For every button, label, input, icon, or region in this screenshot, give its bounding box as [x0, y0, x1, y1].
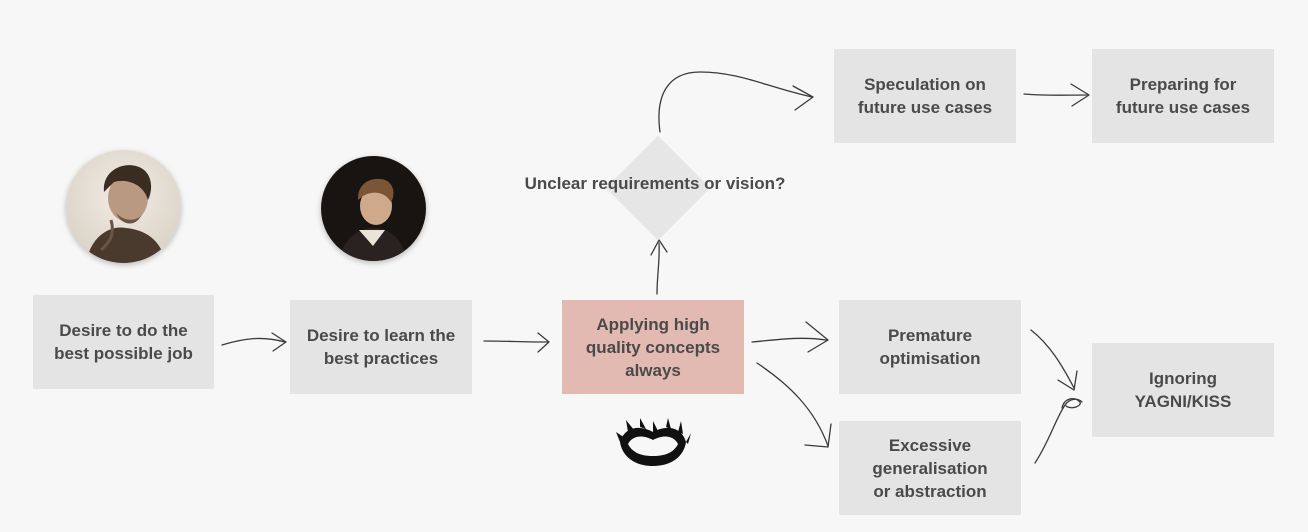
ignoring-yagni-box: Ignoring YAGNI/KISS — [1092, 343, 1274, 437]
ignoring-yagni-label: Ignoring YAGNI/KISS — [1134, 369, 1232, 411]
applying-concepts-label: Applying high quality concepts always — [585, 314, 721, 380]
preparing-label: Preparing for future use cases — [1115, 75, 1251, 117]
arrowhead-excessive-to-ignoring — [1061, 397, 1081, 409]
speculation-label: Speculation on future use cases — [857, 75, 993, 117]
arrowhead-applying-to-premature — [805, 321, 829, 353]
desire-learn-box: Desire to learn the best practices — [290, 300, 472, 394]
arrow-excessive-to-ignoring — [1034, 398, 1083, 464]
arrowhead-unclear-to-speculation — [792, 85, 814, 111]
premature-optimisation-label: Premature optimisation — [879, 326, 981, 368]
arrowhead-applying-to-unclear — [650, 239, 668, 256]
premature-optimisation-box: Premature optimisation — [839, 300, 1021, 394]
speculation-box: Speculation on future use cases — [834, 49, 1016, 143]
arrowhead-premature-to-ignoring — [1057, 370, 1078, 391]
desire-learn-label: Desire to learn the best practices — [306, 326, 456, 368]
arrow-unclear-to-speculation — [658, 71, 813, 133]
arrow-applying-to-excessive — [756, 362, 829, 447]
arrowhead-speculation-to-preparing — [1070, 83, 1090, 107]
desire-best-job-label: Desire to do the best possible job — [54, 321, 193, 363]
boy-portrait-icon — [321, 156, 426, 261]
arrowhead-applying-to-excessive — [804, 423, 832, 448]
unclear-requirements-label: Unclear requirements or vision? — [524, 174, 786, 193]
arrow-applying-to-unclear — [656, 242, 660, 295]
preparing-box: Preparing for future use cases — [1092, 49, 1274, 143]
arrow-speculation-to-preparing — [1023, 93, 1088, 96]
excessive-generalisation-box: Excessive generalisation or abstraction — [839, 421, 1021, 515]
applying-concepts-box: Applying high quality concepts always — [562, 300, 744, 394]
bear-trap-icon — [616, 418, 691, 466]
arrow-learn-to-applying — [483, 340, 549, 343]
man-portrait-icon — [66, 150, 181, 263]
arrow-job-to-learn — [221, 337, 286, 346]
arrowhead-learn-to-applying — [537, 332, 550, 353]
desire-best-job-box: Desire to do the best possible job — [33, 295, 214, 389]
arrow-premature-to-ignoring — [1030, 329, 1075, 389]
arrow-applying-to-premature — [751, 337, 827, 343]
excessive-generalisation-label: Excessive generalisation or abstraction — [872, 435, 988, 501]
arrowhead-job-to-learn — [271, 332, 287, 352]
